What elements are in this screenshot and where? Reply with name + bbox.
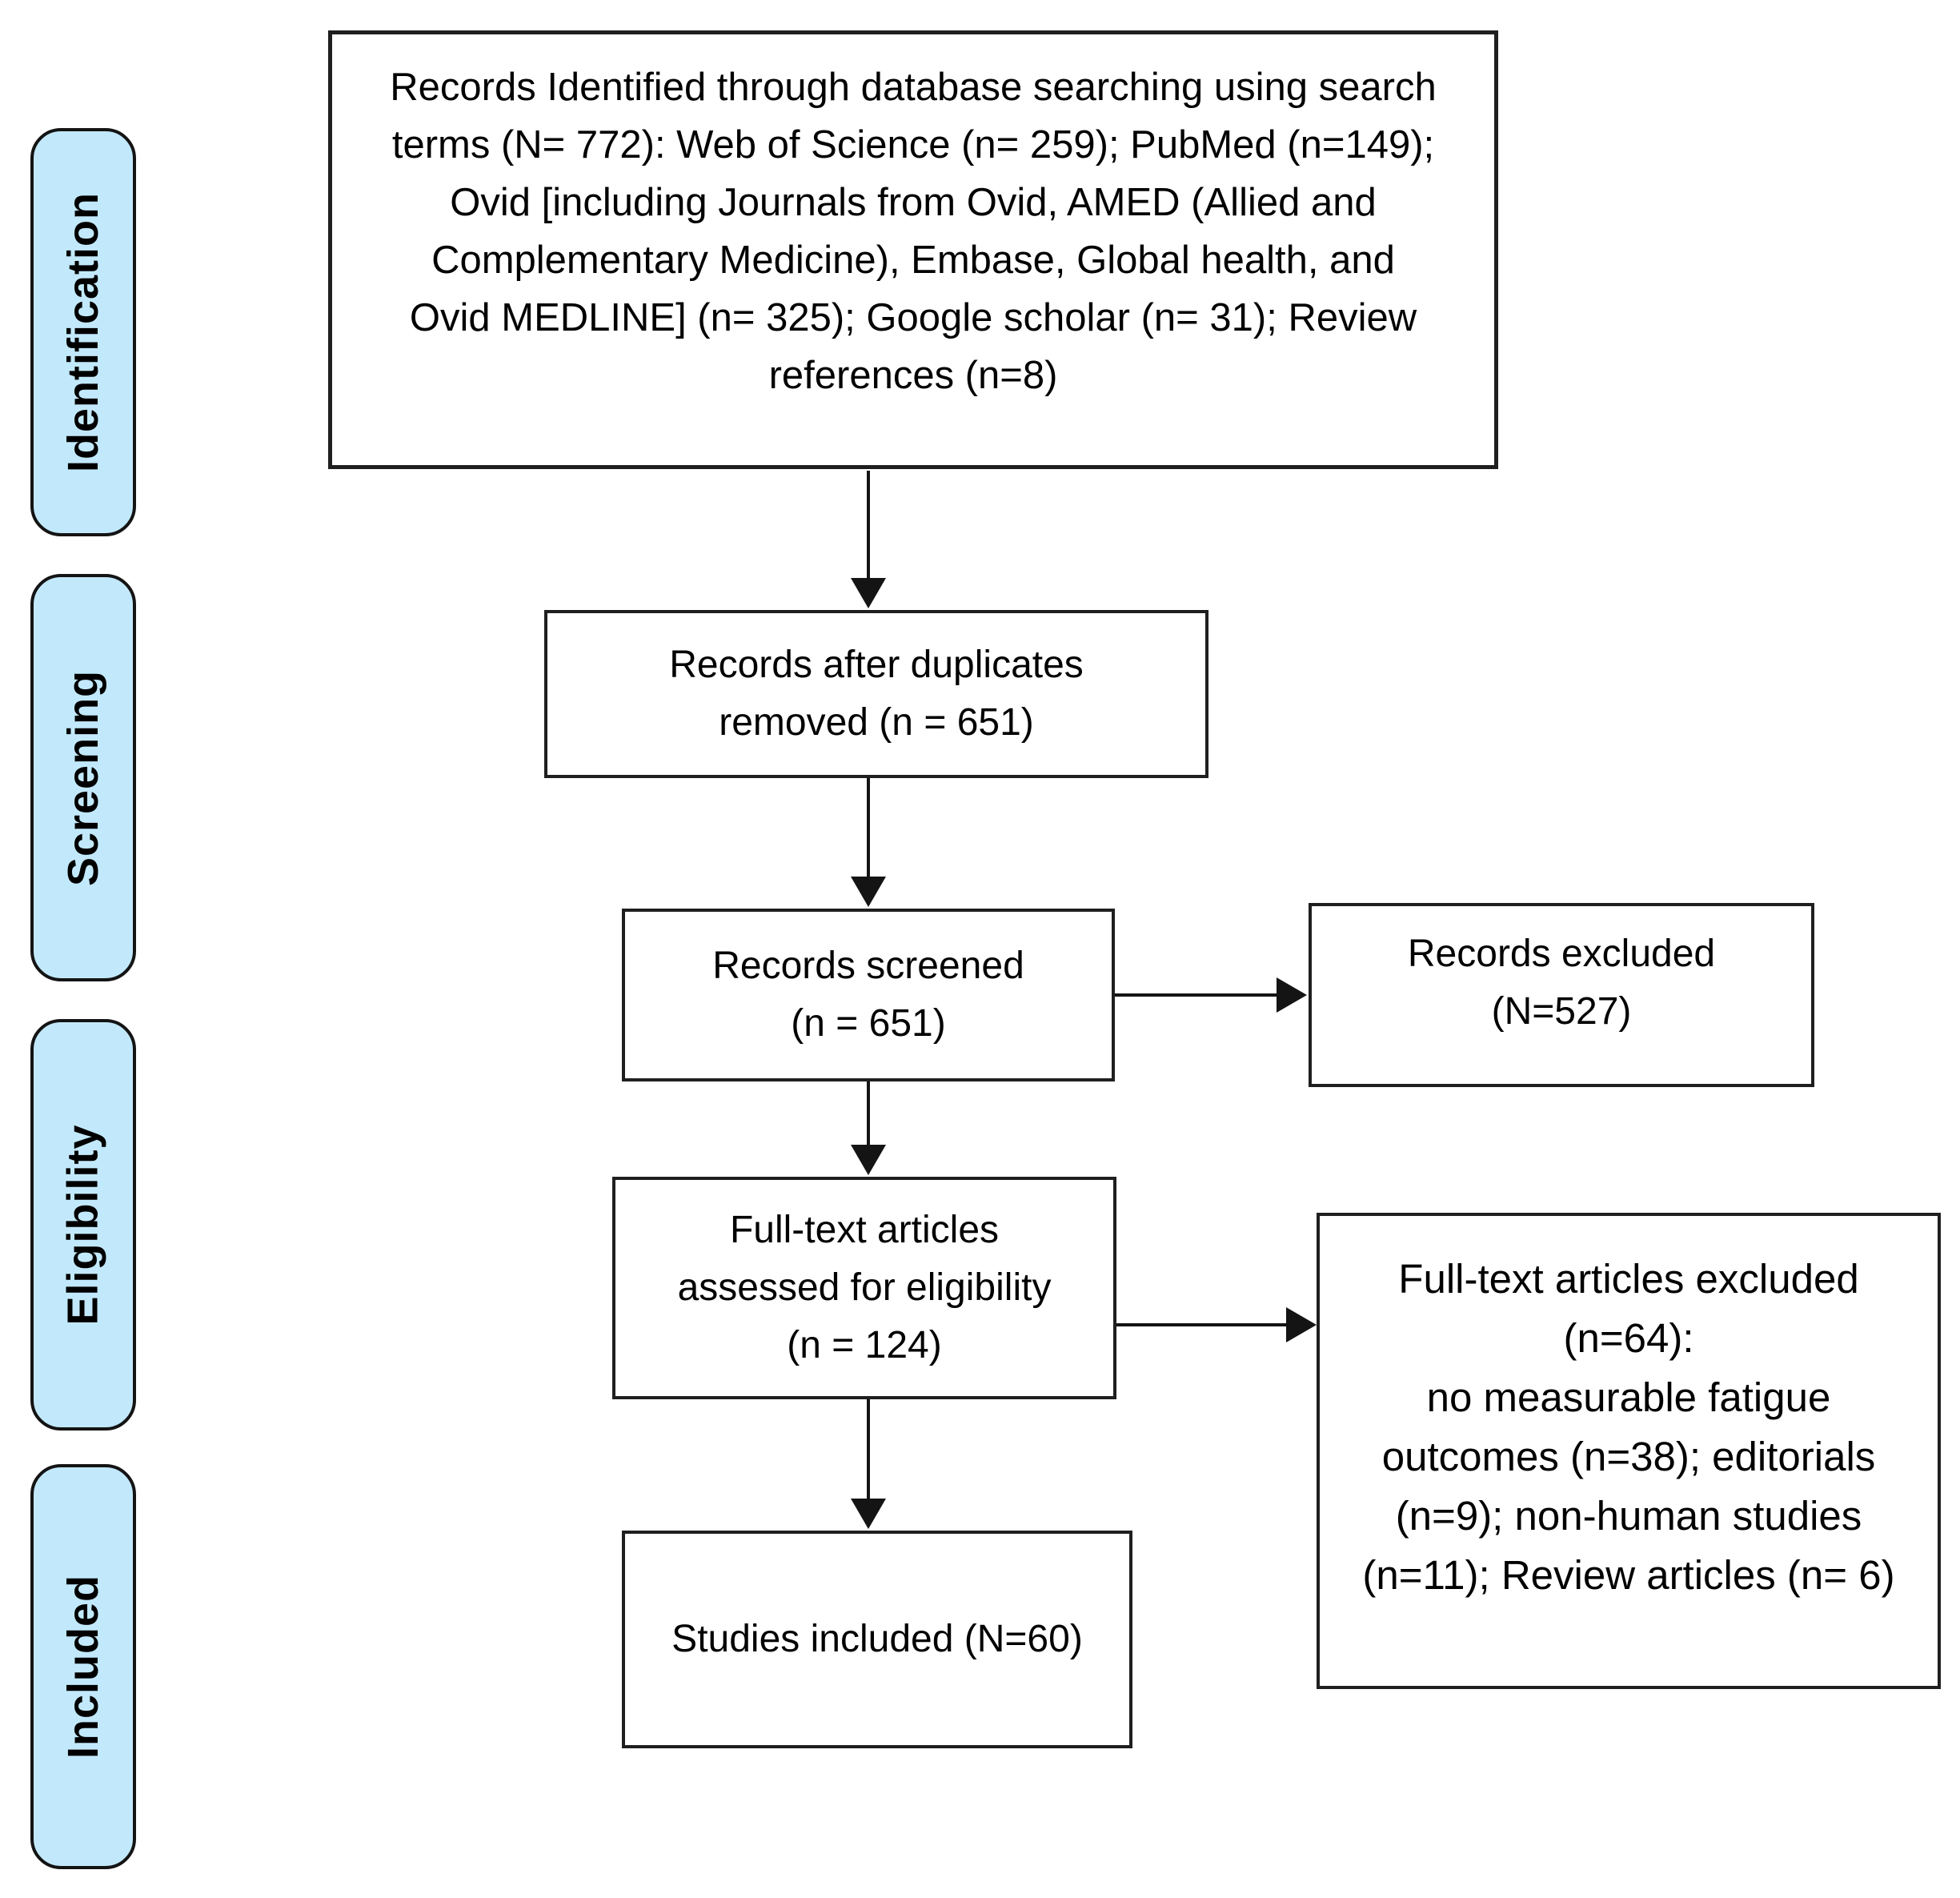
arrowhead-down-icon xyxy=(851,877,886,907)
fulltext-assessed-text: Full-text articles assessed for eligibil… xyxy=(677,1209,1052,1366)
arrowhead-down-icon xyxy=(851,1499,886,1529)
records-excluded-box: Records excluded (N=527) xyxy=(1309,903,1814,1087)
arrowhead-down-icon xyxy=(851,578,886,608)
fulltext-excluded-box: Full-text articles excluded (n=64): no m… xyxy=(1317,1213,1941,1689)
arrow-identified-to-duplicates xyxy=(851,471,886,608)
arrow-screened-to-excluded xyxy=(1115,977,1307,1013)
stage-label-included: Included xyxy=(59,1574,108,1760)
stage-tab-eligibility: Eligibility xyxy=(30,1019,136,1431)
arrow-fulltext-to-excluded xyxy=(1116,1307,1317,1342)
stage-label-eligibility: Eligibility xyxy=(59,1124,107,1326)
duplicates-removed-text: Records after duplicates removed (n = 65… xyxy=(669,644,1084,744)
records-identified-text: Records Identified through database sear… xyxy=(390,66,1437,398)
records-screened-text: Records screened (n = 651) xyxy=(712,945,1024,1045)
stage-tab-included: Included xyxy=(30,1464,136,1869)
stage-tab-screening: Screening xyxy=(30,574,136,981)
fulltext-assessed-box: Full-text articles assessed for eligibil… xyxy=(612,1177,1116,1399)
duplicates-removed-box: Records after duplicates removed (n = 65… xyxy=(544,610,1208,778)
arrow-duplicates-to-screened xyxy=(851,778,886,907)
stage-label-identification: Identification xyxy=(59,192,107,472)
fulltext-excluded-text: Full-text articles excluded (n=64): no m… xyxy=(1362,1256,1895,1598)
studies-included-text: Studies included (N=60) xyxy=(671,1618,1083,1660)
arrowhead-right-icon xyxy=(1277,977,1307,1013)
arrowhead-down-icon xyxy=(851,1145,886,1175)
records-excluded-text: Records excluded (N=527) xyxy=(1407,933,1716,1033)
studies-included-box: Studies included (N=60) xyxy=(622,1531,1132,1748)
stage-label-screening: Screening xyxy=(59,669,107,886)
stage-tab-identification: Identification xyxy=(30,128,136,536)
arrowhead-right-icon xyxy=(1286,1307,1317,1342)
arrow-screened-to-fulltext xyxy=(851,1081,886,1175)
arrow-fulltext-to-studies xyxy=(851,1399,886,1529)
records-screened-box: Records screened (n = 651) xyxy=(622,909,1115,1081)
records-identified-box: Records Identified through database sear… xyxy=(328,30,1498,469)
